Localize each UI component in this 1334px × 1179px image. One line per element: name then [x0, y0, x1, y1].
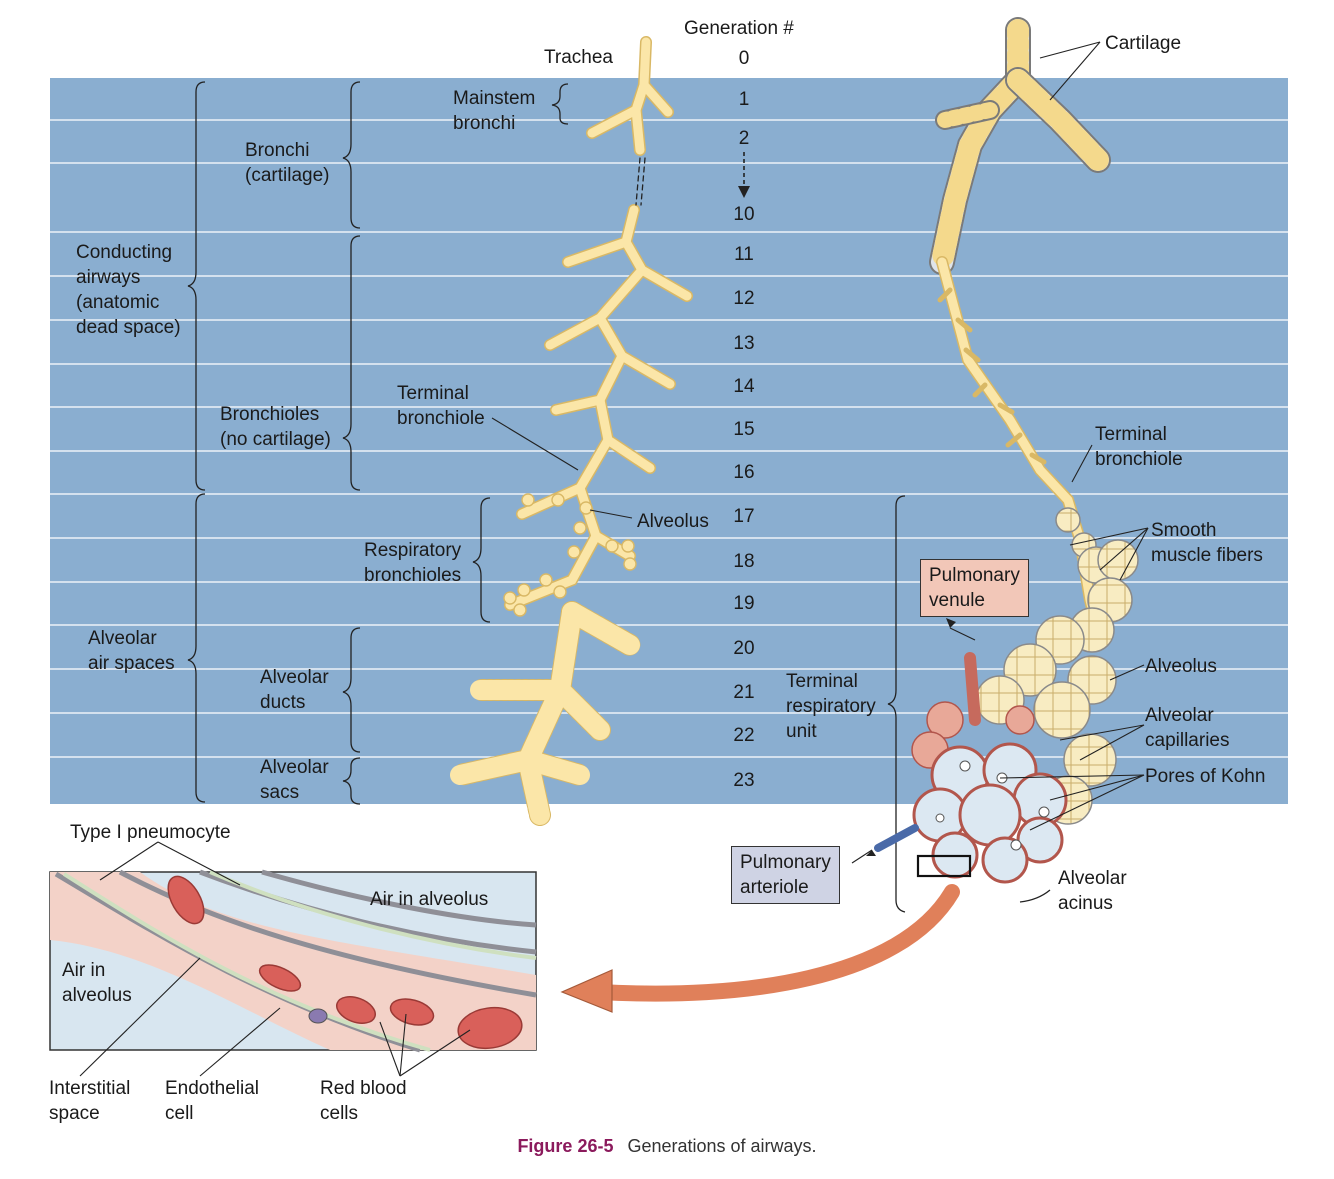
bronchi-label: Bronchi (cartilage): [245, 140, 330, 186]
figure-number: Figure 26-5: [517, 1136, 614, 1156]
generation-number: 2: [738, 128, 750, 149]
smooth-muscle-fibers-label: Smooth muscle fibers: [1151, 520, 1263, 566]
generation-number: 22: [733, 725, 755, 746]
trachea-label: Trachea: [544, 47, 613, 68]
terminal-respiratory-unit-label: Terminal respiratory unit: [786, 671, 876, 742]
airway-tree: [449, 36, 693, 826]
type1-pneumocyte-label: Type I pneumocyte: [70, 822, 231, 843]
generation-number: 10: [733, 204, 755, 225]
generation-number: 18: [733, 551, 755, 572]
right-airway: [929, 17, 1111, 646]
alveolar-cluster: [874, 507, 1139, 884]
generation-title: Generation #: [684, 18, 794, 39]
generation-number: 11: [734, 244, 754, 265]
left-leaders: [491, 417, 633, 519]
generation-number: 1: [738, 89, 750, 110]
air-in-alveolus-top-label: Air in alveolus: [370, 889, 489, 910]
inset-panel: [49, 841, 537, 1077]
pulmonary-arteriole-label: Pulmonary arteriole: [731, 846, 840, 904]
bronchioles-label: Bronchioles (no cartilage): [220, 404, 331, 450]
alveolar-air-spaces-label: Alveolar air spaces: [88, 628, 175, 674]
alveolar-acinus-label: Alveolar acinus: [1058, 868, 1127, 914]
interstitial-space-label: Interstitial space: [49, 1078, 131, 1124]
respiratory-bronchioles-label: Respiratory bronchioles: [364, 540, 462, 586]
mainstem-bronchi-label: Mainstem bronchi: [453, 88, 536, 134]
red-blood-cells-label: Red blood cells: [320, 1078, 407, 1124]
left-braces: [187, 81, 1051, 913]
generation-number: 16: [733, 462, 755, 483]
generation-number: 13: [733, 333, 755, 354]
generation-number: 14: [733, 376, 755, 397]
right-leaders: [851, 41, 1149, 864]
generation-number: 0: [738, 48, 750, 69]
generation-number: 20: [733, 638, 755, 659]
endothelial-cell-label: Endothelial cell: [165, 1078, 260, 1124]
conducting-airways-label: Conducting airways (anatomic dead space): [76, 242, 181, 338]
generation-number: 12: [733, 288, 755, 309]
terminal-bronchiole-right-label: Terminal bronchiole: [1095, 424, 1183, 470]
zoom-arrow: [592, 884, 960, 1002]
alveolar-buds: [503, 493, 637, 617]
air-in-alveolus-left-label: Air in alveolus: [62, 960, 132, 1006]
figure-caption-text: Generations of airways.: [627, 1136, 817, 1156]
generation-number: 17: [733, 506, 755, 527]
alveolar-ducts-label: Alveolar ducts: [260, 667, 329, 713]
generation-number: 23: [733, 770, 755, 791]
generation-number: 19: [733, 593, 755, 614]
generation-number: 15: [733, 419, 755, 440]
generation-number: 21: [733, 682, 755, 703]
alveolus-label: Alveolus: [637, 511, 709, 532]
alveolar-sacs-label: Alveolar sacs: [260, 757, 329, 803]
pores-of-kohn-label: Pores of Kohn: [1145, 766, 1266, 787]
alveolar-capillaries-label: Alveolar capillaries: [1145, 705, 1230, 751]
alveolus-right-label: Alveolus: [1145, 656, 1217, 677]
figure-caption: Figure 26-5 Generations of airways.: [0, 1136, 1334, 1157]
pulmonary-venule-label: Pulmonary venule: [920, 559, 1029, 617]
cartilage-label: Cartilage: [1105, 33, 1182, 54]
terminal-bronchiole-label: Terminal bronchiole: [397, 383, 485, 429]
